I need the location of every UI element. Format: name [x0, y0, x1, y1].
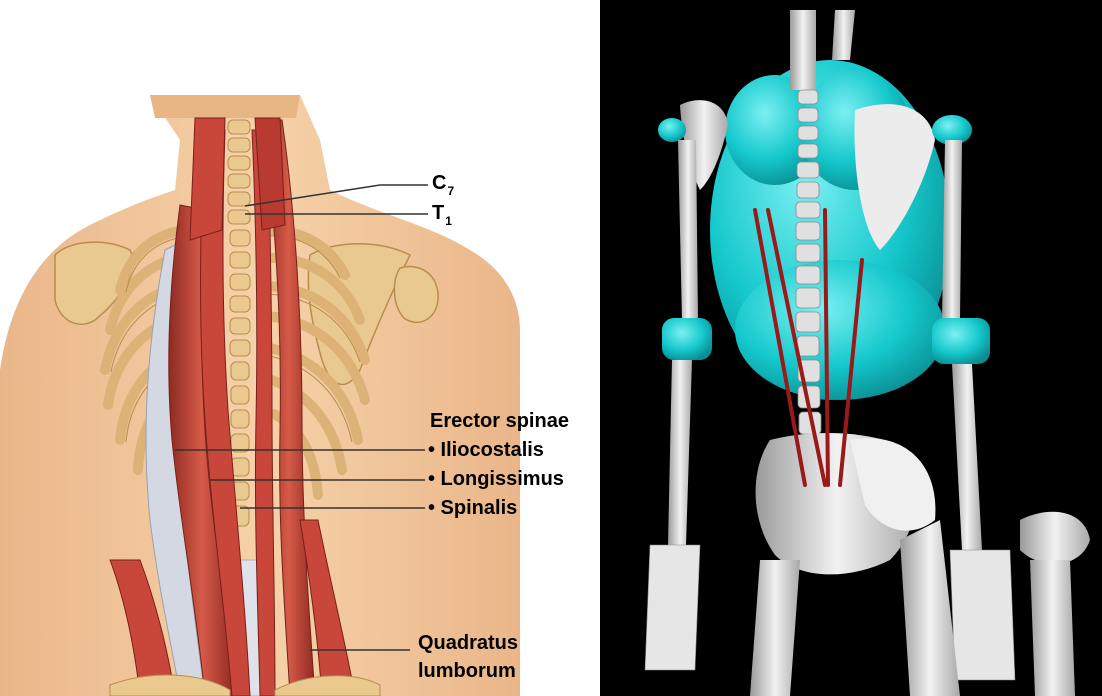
t1-letter: T	[432, 202, 444, 224]
c7-subscript: 7	[447, 184, 454, 198]
anatomy-illustration-panel: C7 T1 Erector spinae • Iliocostalis • Lo…	[0, 0, 600, 696]
left-hand-model	[645, 545, 700, 670]
back-muscles-illustration	[0, 0, 600, 696]
right-hand-model	[950, 550, 1015, 680]
neck	[150, 95, 300, 118]
neck-bone-right	[832, 10, 855, 60]
c7-label: C7	[432, 172, 454, 196]
t1-subscript: 1	[445, 214, 452, 228]
right-tibia-model	[1030, 560, 1075, 696]
3d-skeleton-model	[600, 0, 1102, 696]
spinalis-label: • Spinalis	[428, 497, 517, 519]
right-humerus-model	[942, 140, 962, 320]
longissimus-label: • Longissimus	[428, 468, 564, 490]
left-humerus-model	[678, 140, 698, 320]
c7-letter: C	[432, 172, 446, 194]
cervical-spine	[790, 10, 816, 90]
left-elbow-cyan	[662, 318, 712, 360]
right-elbow-cyan	[932, 318, 990, 364]
right-femur-model	[900, 520, 960, 696]
left-shoulder-cyan	[658, 118, 686, 142]
quadratus-label-line1: Quadratus	[418, 632, 518, 654]
3d-model-panel	[600, 0, 1102, 696]
neck-muscle-left	[190, 118, 225, 240]
right-knee-model	[1020, 512, 1090, 564]
iliocostalis-label: • Iliocostalis	[428, 439, 544, 461]
right-forearm-model	[952, 364, 982, 550]
t1-label: T1	[432, 202, 452, 226]
erector-spinae-label: Erector spinae	[430, 410, 569, 432]
left-forearm-model	[668, 360, 692, 545]
quadratus-label-line2: lumborum	[418, 660, 516, 682]
left-femur-model	[750, 560, 800, 696]
